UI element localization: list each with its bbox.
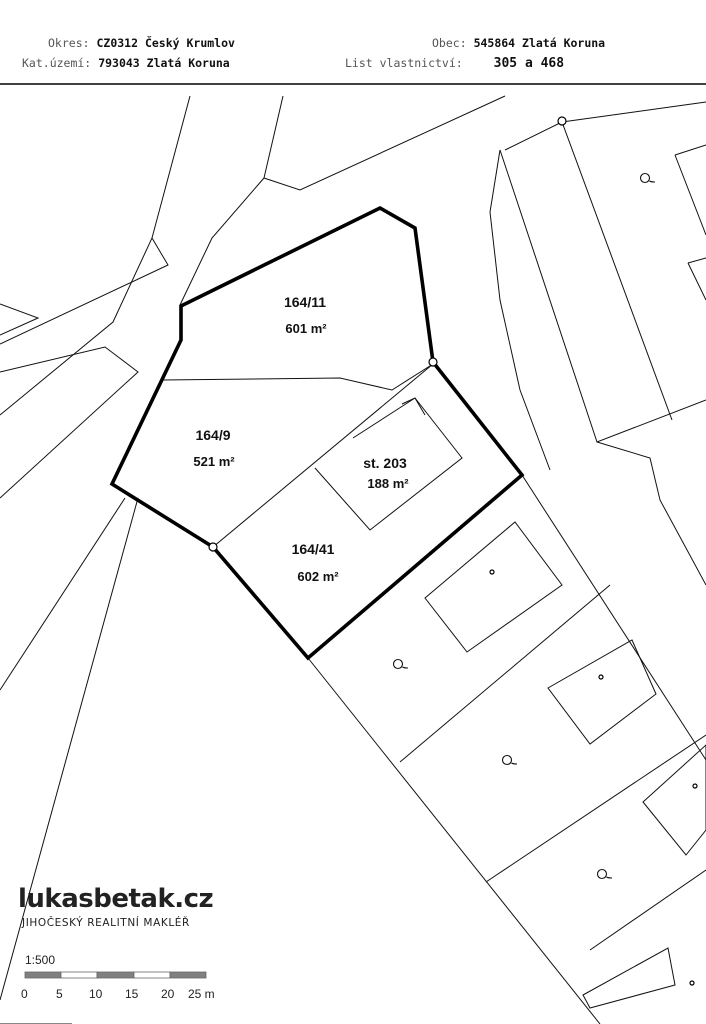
parcel-164-41-id: 164/41 <box>292 541 335 557</box>
parcel-st-203-id: st. 203 <box>363 455 407 471</box>
selected-parcels-outline <box>109 205 525 661</box>
scale-tick-label: 20 <box>161 987 175 1001</box>
scale-tick-label: 15 <box>125 987 139 1001</box>
scale-tick-label: 0 <box>21 987 28 1001</box>
obec-row: Obec: 545864 Zlatá Koruna <box>432 36 605 50</box>
obec-value: 545864 Zlatá Koruna <box>473 36 606 50</box>
scale-tick-label: 5 <box>56 987 63 1001</box>
obec-label: Obec: <box>432 36 467 50</box>
list-vlastnictvi-label: List vlastnictví: <box>345 56 463 70</box>
okres-row: Okres: CZ0312 Český Krumlov <box>48 36 235 50</box>
brand-logo: lukasbetak.cz <box>18 884 214 914</box>
scale-bar: 1:500 0 5 10 15 20 25 m <box>21 953 215 1001</box>
boundary-points <box>208 116 567 552</box>
building-dot-marker <box>689 980 695 986</box>
parcel-164-11-id: 164/11 <box>284 294 326 310</box>
scale-tick-label: 25 m <box>188 987 215 1001</box>
garden-symbol <box>501 754 518 766</box>
list-vlastnictvi-value: 305 a 468 <box>493 56 565 71</box>
boundary-point-marker <box>557 116 567 126</box>
boundary-point-marker <box>208 542 218 552</box>
building-dot-marker <box>489 569 495 575</box>
garden-symbol <box>392 658 409 670</box>
okres-value: CZ0312 Český Krumlov <box>96 36 235 50</box>
garden-symbol <box>596 868 613 880</box>
scale-tick-label: 10 <box>89 987 103 1001</box>
parcel-164-41-area: 602 m² <box>297 569 339 584</box>
building-dot-marker <box>692 783 698 789</box>
katuzemi-value: 793043 Zlatá Koruna <box>98 56 230 70</box>
parcel-164-11-area: 601 m² <box>285 321 327 336</box>
parcel-164-9-area: 521 m² <box>193 454 235 469</box>
parcel-labels: 164/11 601 m² 164/9 521 m² st. 203 188 m… <box>193 294 409 584</box>
katuzemi-label: Kat.území: <box>22 56 92 70</box>
garden-symbol <box>639 172 656 184</box>
okres-label: Okres: <box>48 36 90 50</box>
parcel-st-203-area: 188 m² <box>367 476 409 491</box>
boundary-point-marker <box>428 357 438 367</box>
garden-symbols <box>392 172 656 880</box>
katuzemi-row: Kat.území: 793043 Zlatá Koruna <box>22 56 230 70</box>
scale-ratio: 1:500 <box>25 953 55 967</box>
list-vlastnictvi-row: List vlastnictví: 305 a 468 <box>345 56 564 71</box>
parcel-164-9-id: 164/9 <box>195 427 230 443</box>
building-markers <box>489 569 698 986</box>
brand-tagline: JIHOČESKÝ REALITNÍ MAKLÉŘ <box>22 917 190 929</box>
building-dot-marker <box>598 674 604 680</box>
